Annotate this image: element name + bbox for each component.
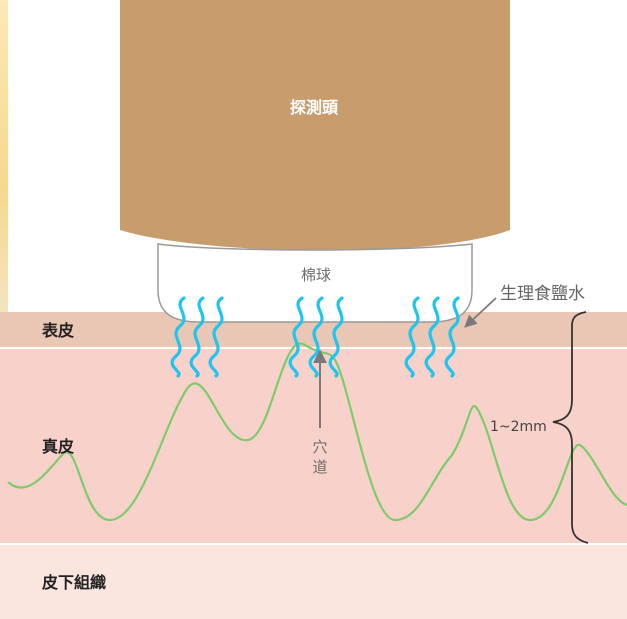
dermis-label: 真皮	[42, 437, 74, 456]
saline-label: 生理食鹽水	[500, 284, 585, 304]
probe-label: 探測頭	[290, 98, 339, 117]
depth-brace	[552, 311, 589, 544]
cotton-ball	[157, 243, 473, 323]
saline-wave-group	[404, 296, 460, 378]
acupoint-label-1: 穴	[312, 438, 327, 456]
saline-waves	[170, 296, 460, 378]
subcutis-layer	[0, 545, 627, 619]
layer-divider	[0, 543, 627, 545]
acupoint-label-2: 道	[312, 458, 327, 476]
meridian-line	[7, 342, 627, 522]
layer-divider	[0, 347, 627, 349]
depth-label: 1~2mm	[490, 419, 547, 435]
saline-wave-group	[288, 296, 344, 378]
saline-wave-group	[170, 296, 224, 378]
saline-pointer-arrow	[464, 297, 497, 328]
cotton-label: 棉球	[301, 266, 331, 284]
epidermis-label: 表皮	[41, 321, 74, 340]
left-decor-strip	[0, 0, 8, 312]
subcutis-label: 皮下組織	[41, 573, 106, 592]
probe-head	[120, 0, 510, 251]
dermis-layer	[0, 349, 627, 543]
